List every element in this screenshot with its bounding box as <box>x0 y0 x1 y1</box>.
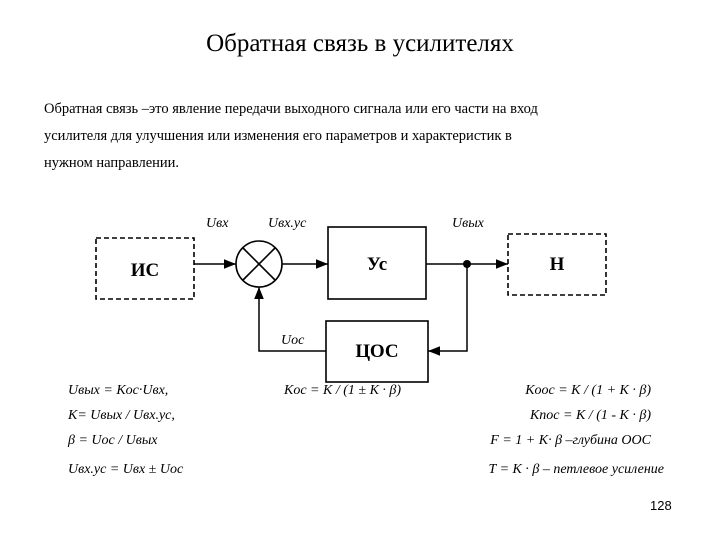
load-block <box>507 233 607 296</box>
definition-line-3: нужном направлении. <box>44 155 180 171</box>
feedback-label: ЦОС <box>355 341 398 362</box>
source-block <box>95 237 195 300</box>
formula-left-4: Uвх.ус = Uвх ± Uос <box>68 462 184 477</box>
definition-line-1: Обратная связь –это явление передачи вых… <box>44 101 538 117</box>
formula-right-4: T = K · β – петлевое усиление <box>489 462 664 477</box>
label-u-fb: Uос <box>281 333 305 348</box>
formula-left-2: K= Uвых / Uвх.ус, <box>67 408 175 423</box>
definition-line-2: усилителя для улучшения или изменения ег… <box>44 128 512 144</box>
label-u-in-amp: Uвх.ус <box>268 216 307 231</box>
formula-left-1: Uвых = Kос·Uвх, <box>68 383 168 398</box>
formula-right-2: Kпос = K / (1 - K · β) <box>529 408 651 423</box>
feedback-return-line <box>254 287 326 352</box>
source-label: ИС <box>131 260 160 281</box>
label-u-out: Uвых <box>452 216 485 231</box>
feedback-take-off-line <box>428 264 468 356</box>
page-number: 128 <box>650 498 672 513</box>
load-label: Н <box>550 254 565 275</box>
summing-cross-line <box>242 247 276 281</box>
page-title: Обратная связь в усилителях <box>206 30 514 57</box>
formula-left-3: β = Uос / Uвых <box>67 433 158 448</box>
label-u-in: Uвх <box>206 216 229 231</box>
amplifier-block <box>327 226 427 300</box>
formula-middle-1: Kос = K / (1 ± K · β) <box>283 383 401 398</box>
amplifier-label: Ус <box>367 254 387 275</box>
definition-text: Обратная связь –это явление передачи вых… <box>44 96 684 177</box>
formula-right-3: F = 1 + K· β –глубина ООС <box>489 433 651 448</box>
formula-right-1: Kоос = K / (1 + K · β) <box>524 383 651 398</box>
